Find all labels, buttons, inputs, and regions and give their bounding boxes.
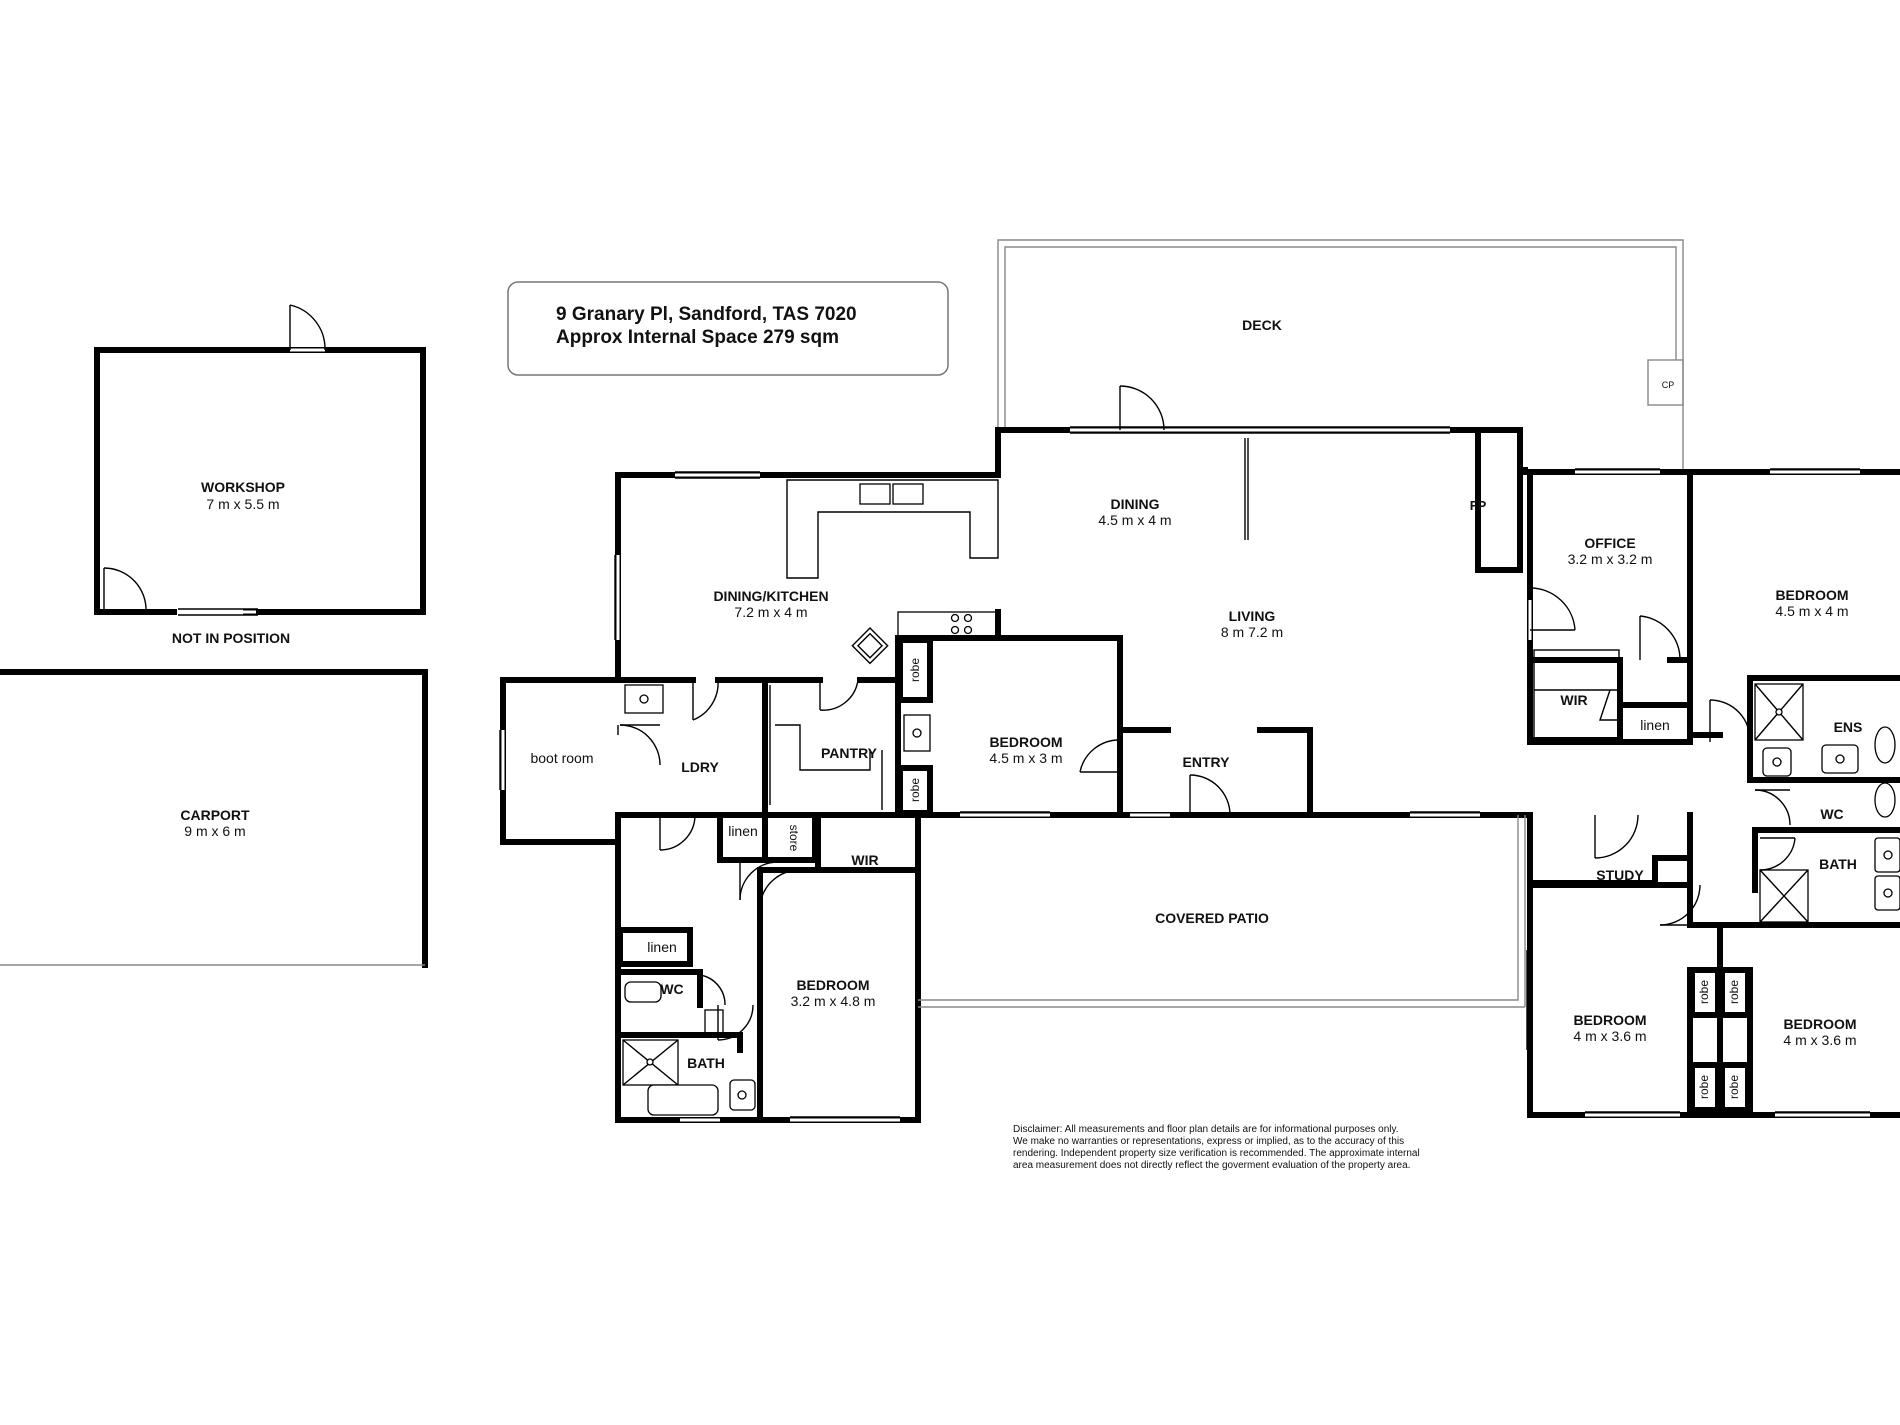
kitchen-fixtures (786, 479, 1001, 665)
office-name: OFFICE (1584, 535, 1635, 551)
pantry-label: PANTRY (821, 745, 878, 761)
linen-master-label: linen (1640, 717, 1670, 733)
master-bedroom-size: 4.5 m x 4 m (1775, 603, 1848, 619)
bedroom-se2-name: BEDROOM (1783, 1016, 1856, 1032)
wc-right-label: WC (1820, 806, 1843, 822)
robe-se-3: robe (1697, 1075, 1711, 1099)
fp-label: FP (1470, 498, 1487, 513)
dining-kitchen-size: 7.2 m x 4 m (734, 604, 807, 620)
disclaimer-line-3: rendering. Independent property size ver… (1013, 1148, 1420, 1159)
dining-name: DINING (1111, 496, 1160, 512)
disclaimer-line-1: Disclaimer: All measurements and floor p… (1013, 1124, 1399, 1135)
entry-label: ENTRY (1183, 754, 1231, 770)
ldry-label: LDRY (681, 759, 719, 775)
robe-mid-1: robe (908, 658, 922, 682)
robe-se-1: robe (1697, 980, 1711, 1004)
study-label: STUDY (1596, 867, 1644, 883)
bath-right-label: BATH (1819, 856, 1857, 872)
bedroom-sw-size: 3.2 m x 4.8 m (791, 993, 876, 1009)
disclaimer-line-2: We make no warranties or representations… (1013, 1136, 1404, 1147)
bedroom-se1-name: BEDROOM (1573, 1012, 1646, 1028)
master-bedroom-name: BEDROOM (1775, 587, 1848, 603)
wir-left-label: WIR (851, 852, 878, 868)
workshop-size: 7 m x 5.5 m (206, 496, 279, 512)
mid-bedroom-entry (895, 635, 1313, 818)
dining-size: 4.5 m x 4 m (1098, 512, 1171, 528)
living-size: 8 m 7.2 m (1221, 624, 1283, 640)
workshop: WORKSHOP 7 m x 5.5 m (94, 304, 426, 616)
bedroom-sw-name: BEDROOM (796, 977, 869, 993)
southwest-wing (615, 812, 921, 1123)
linen-left-label: linen (647, 939, 677, 955)
cp-label: CP (1662, 380, 1675, 390)
wc-left-label: WC (660, 981, 683, 997)
carport-name: CARPORT (180, 807, 250, 823)
robe-se-2: robe (1727, 980, 1741, 1004)
bedroom-mid-size: 4.5 m x 3 m (989, 750, 1062, 766)
title-box (507, 281, 949, 376)
office-size: 3.2 m x 3.2 m (1568, 551, 1653, 567)
internal-area: Approx Internal Space 279 sqm (556, 327, 839, 348)
bedroom-se1-size: 4 m x 3.6 m (1573, 1028, 1646, 1044)
robe-mid-2: robe (908, 778, 922, 802)
workshop-name: WORKSHOP (201, 479, 285, 495)
covered-patio: COVERED PATIO (918, 815, 1526, 1008)
ens-label: ENS (1834, 719, 1863, 735)
dining-living (1119, 385, 1249, 540)
store-label: store (787, 825, 801, 852)
bath-left-label: BATH (687, 1055, 725, 1071)
covered-patio-label: COVERED PATIO (1155, 910, 1269, 926)
east-wing (1527, 812, 1900, 1118)
deck: CP DECK (997, 239, 1684, 472)
deck-name: DECK (1242, 317, 1282, 333)
boot-room-label: boot room (530, 750, 593, 766)
disclaimer-line-4: area measurement does not directly refle… (1013, 1160, 1410, 1171)
living-name: LIVING (1229, 608, 1276, 624)
disclaimer: Disclaimer: All measurements and floor p… (1013, 1124, 1420, 1171)
linen-left-top-label: linen (728, 823, 758, 839)
bedroom-mid-name: BEDROOM (989, 734, 1062, 750)
not-in-position-note: NOT IN POSITION (172, 630, 290, 646)
dining-kitchen-name: DINING/KITCHEN (713, 588, 828, 604)
wir-master-label: WIR (1560, 692, 1587, 708)
robe-se-4: robe (1727, 1075, 1741, 1099)
property-address: 9 Granary Pl, Sandford, TAS 7020 (556, 304, 857, 325)
carport-size: 9 m x 6 m (184, 823, 245, 839)
carport: CARPORT 9 m x 6 m (0, 669, 428, 968)
bedroom-se2-size: 4 m x 3.6 m (1783, 1032, 1856, 1048)
windows (499, 426, 1870, 1122)
